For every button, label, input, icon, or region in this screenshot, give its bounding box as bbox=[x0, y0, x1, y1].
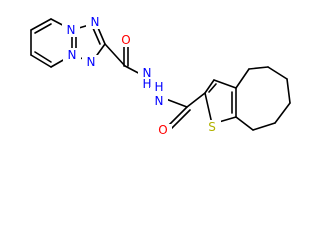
atom-n3: N bbox=[87, 55, 96, 69]
bond bbox=[34, 51, 52, 63]
bond bbox=[274, 102, 291, 124]
bond bbox=[235, 116, 254, 131]
atom-background bbox=[62, 24, 80, 37]
bond bbox=[235, 68, 250, 89]
atom-background bbox=[154, 124, 172, 137]
bond bbox=[92, 27, 101, 45]
bond bbox=[204, 92, 213, 125]
bond bbox=[34, 23, 52, 34]
atom-background bbox=[150, 96, 168, 109]
atom-background bbox=[63, 48, 81, 61]
atom-hydrogen-left: H bbox=[142, 77, 151, 91]
bond bbox=[204, 79, 215, 94]
bond bbox=[168, 109, 191, 132]
bond bbox=[208, 83, 217, 93]
atom-nitrogen-left: N bbox=[143, 66, 152, 80]
atom-oxygen-right: O bbox=[158, 123, 167, 137]
bond bbox=[248, 66, 269, 70]
bond bbox=[213, 79, 237, 89]
atom-labels: N N N N O H N H N O S bbox=[62, 15, 221, 137]
bond bbox=[286, 78, 291, 104]
bond bbox=[267, 66, 288, 80]
bond bbox=[30, 54, 52, 68]
atom-background bbox=[138, 66, 156, 79]
atom-background bbox=[82, 55, 100, 68]
atom-nitrogen-right: N bbox=[155, 94, 164, 108]
bond bbox=[252, 122, 276, 131]
atom-background bbox=[117, 34, 135, 47]
bond bbox=[186, 92, 206, 108]
atom-background bbox=[203, 120, 221, 133]
molecule-structure: N N N N O H N H N O S bbox=[30, 15, 291, 137]
atom-n4: N bbox=[68, 48, 77, 62]
bond bbox=[104, 43, 126, 67]
atom-n1: N bbox=[67, 23, 76, 37]
atom-background bbox=[86, 16, 104, 29]
atom-hydrogen-right: H bbox=[154, 80, 163, 94]
atom-n2: N bbox=[91, 15, 100, 29]
bond bbox=[30, 18, 52, 31]
atom-oxygen-left: O bbox=[121, 33, 130, 47]
atom-sulfur: S bbox=[208, 120, 216, 134]
